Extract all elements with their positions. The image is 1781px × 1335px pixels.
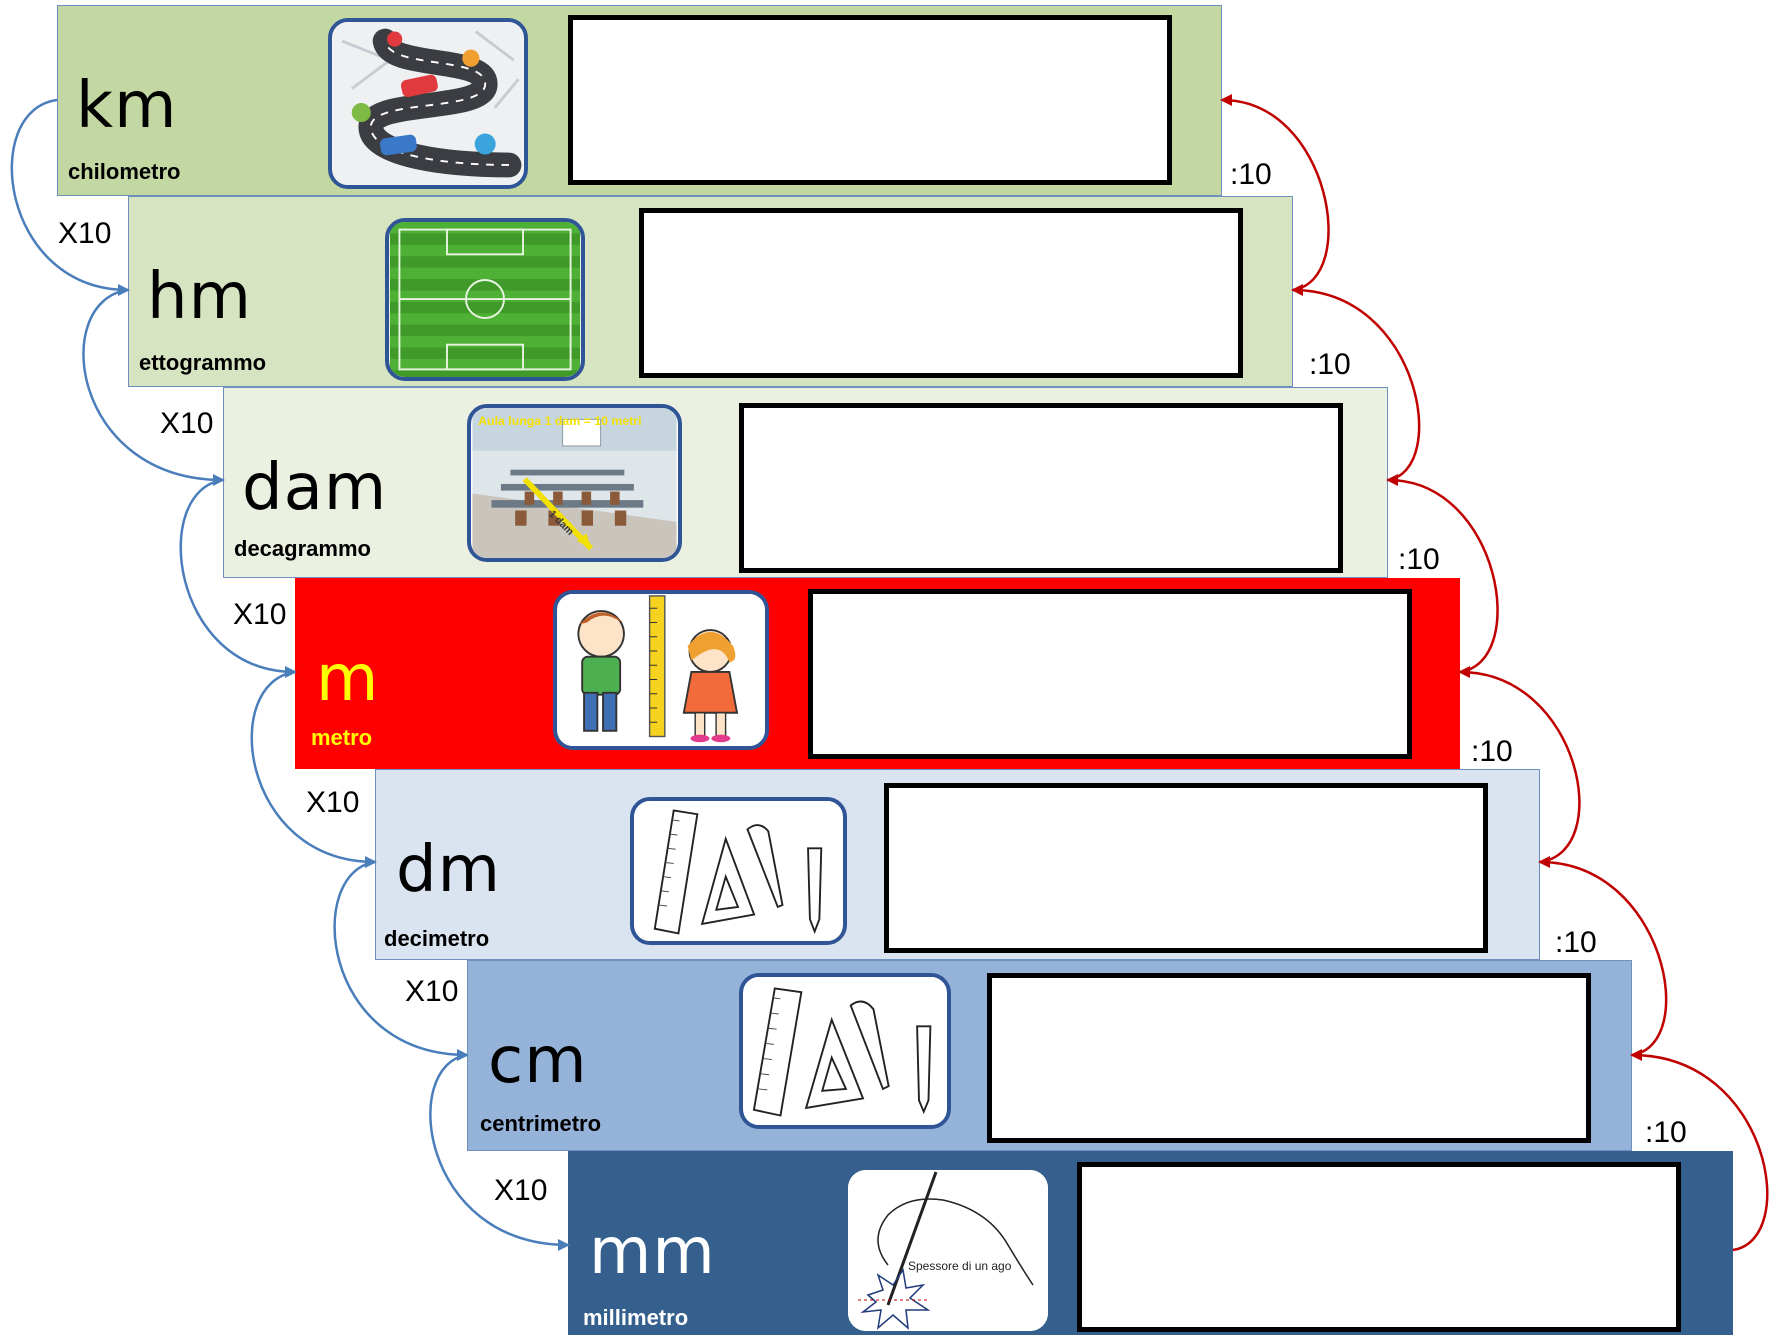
multiply-label-hm-dam: X10 (160, 407, 214, 440)
divide-arrow-m-dam (1386, 474, 1499, 674)
divide-label-mm-cm: :10 (1645, 1116, 1687, 1149)
winding-road-icon (328, 18, 528, 189)
answer-box-cm[interactable] (987, 973, 1591, 1143)
unit-abbr-m: m (316, 642, 380, 716)
divide-label-m-dam: :10 (1398, 543, 1440, 576)
unit-abbr-dam: dam (242, 451, 388, 525)
unit-abbr-cm: cm (488, 1024, 588, 1098)
divide-label-hm-km: :10 (1230, 158, 1272, 191)
divide-arrow-dm-m (1458, 666, 1581, 864)
unit-abbr-mm: mm (589, 1215, 716, 1289)
multiply-label-dm-cm: X10 (405, 975, 459, 1008)
divide-arrow-mm-cm (1630, 1049, 1769, 1252)
multiply-label-m-dm: X10 (306, 786, 360, 819)
answer-box-m[interactable] (808, 589, 1412, 759)
divide-arrow-hm-km (1220, 94, 1330, 292)
children-measuring-icon (553, 590, 769, 750)
answer-box-km[interactable] (568, 15, 1172, 185)
multiply-label-cm-mm: X10 (494, 1174, 548, 1207)
unit-name-dam: decagrammo (234, 536, 371, 561)
unit-name-km: chilometro (68, 159, 181, 184)
answer-box-dm[interactable] (884, 783, 1488, 953)
multiply-arrow-hm-dam (82, 288, 225, 486)
needle-thread-icon: Spessore di un ago (848, 1170, 1048, 1331)
answer-box-hm[interactable] (639, 208, 1243, 378)
needle-caption: Spessore di un ago (908, 1259, 1012, 1273)
unit-abbr-dm: dm (396, 833, 501, 907)
multiply-label-dam-m: X10 (233, 598, 287, 631)
ruler-set-icon (630, 797, 847, 945)
divide-arrow-cm-dm (1538, 856, 1668, 1057)
multiply-arrow-m-dm (250, 670, 377, 868)
ruler-set-icon (739, 973, 951, 1129)
multiply-arrow-dam-m (179, 478, 297, 678)
unit-name-dm: decimetro (384, 926, 490, 951)
multiply-arrow-dm-cm (333, 860, 469, 1061)
divide-label-dm-m: :10 (1471, 735, 1513, 768)
unit-abbr-hm: hm (147, 260, 252, 334)
multiply-arrow-km-hm (10, 98, 130, 296)
multiply-arrow-cm-mm (429, 1053, 570, 1251)
unit-name-m: metro (311, 725, 373, 750)
unit-name-hm: ettogrammo (139, 350, 267, 375)
answer-box-mm[interactable] (1077, 1162, 1681, 1332)
football-field-icon (385, 218, 585, 381)
divide-label-cm-dm: :10 (1555, 926, 1597, 959)
unit-abbr-km: km (76, 69, 178, 143)
divide-label-dam-hm: :10 (1309, 348, 1351, 381)
unit-name-mm: millimetro (583, 1305, 689, 1330)
unit-name-cm: centrimetro (480, 1111, 602, 1136)
multiply-label-km-hm: X10 (58, 217, 112, 250)
divide-arrow-dam-hm (1291, 284, 1421, 482)
classroom-caption: Aula lunga 1 dam = 10 metri (478, 414, 641, 428)
classroom-icon: Aula lunga 1 dam = 10 metri 1 dam (467, 404, 682, 562)
answer-box-dam[interactable] (739, 403, 1343, 573)
